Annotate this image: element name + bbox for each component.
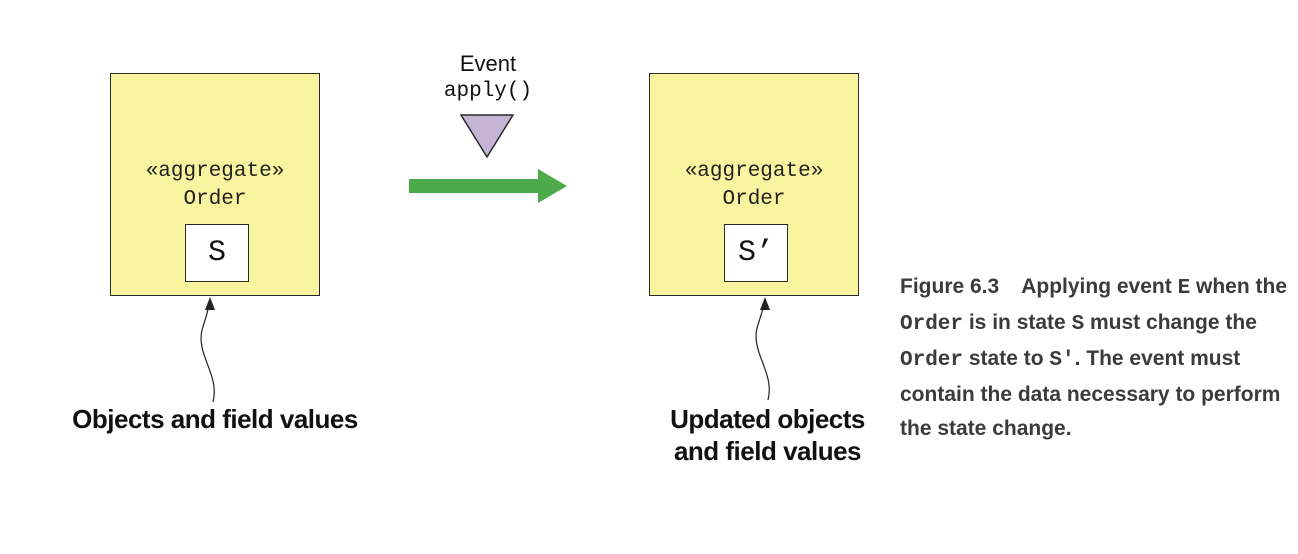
caption-code-order: Order — [900, 313, 964, 336]
caption-code-event: E — [1177, 277, 1191, 300]
caption-text: is in state — [963, 311, 1072, 334]
state-box-s: S — [185, 224, 249, 282]
caption-code-order: Order — [900, 349, 964, 372]
caption-text: Applying event — [1021, 275, 1178, 298]
callout-arrowhead-left — [205, 297, 215, 310]
aggregate-stereotype: «aggregate» — [145, 160, 285, 183]
state-box-s-prime: S’ — [724, 224, 788, 282]
aggregate-stereotype: «aggregate» — [684, 160, 824, 183]
aggregate-class-name: Order — [183, 188, 247, 211]
event-triangle — [459, 114, 515, 159]
caption-code-state: S — [1071, 313, 1085, 336]
event-apply-method: apply() — [443, 80, 533, 103]
apply-arrow — [409, 169, 567, 203]
callout-leader-left — [200, 299, 215, 403]
callout-updated-line2: and field values — [673, 436, 862, 466]
callout-objects-field-values: Objects and field values — [72, 404, 358, 434]
caption-text: must change the — [1084, 311, 1257, 334]
event-label: Event — [459, 51, 517, 76]
figure-caption: Figure 6.3 Applying event E when the Orde… — [900, 270, 1295, 446]
order-aggregate-after: «aggregate» Order S’ — [649, 73, 859, 296]
caption-text: state to — [963, 347, 1050, 370]
callout-leader-right — [755, 299, 770, 401]
callout-updated-line1: Updated objects — [670, 404, 865, 434]
caption-text: . The event must contain the data necess… — [900, 347, 1281, 440]
figure-number: Figure 6.3 — [900, 275, 1000, 298]
caption-text: when the — [1190, 275, 1288, 298]
callout-arrowhead-right — [760, 297, 770, 310]
order-aggregate-before: «aggregate» Order S — [110, 73, 320, 296]
aggregate-class-name: Order — [722, 188, 786, 211]
caption-code-new-state: S' — [1049, 349, 1075, 372]
callout-updated-objects: Updated objects and field values — [610, 403, 925, 467]
